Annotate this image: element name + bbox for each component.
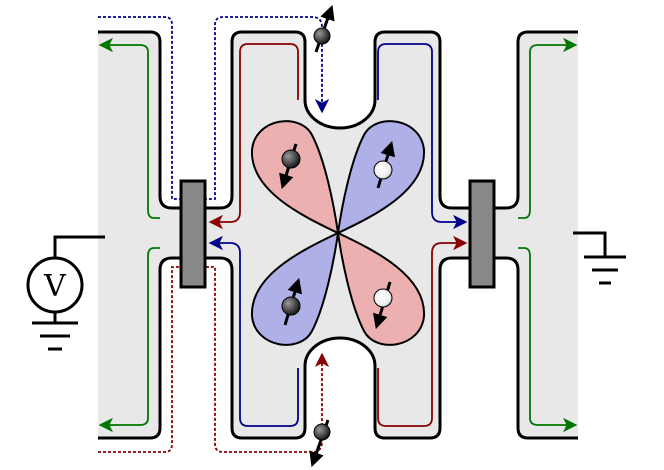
electron-top-spin (313, 4, 335, 53)
lobe-upper-left-spin-down (250, 120, 340, 235)
edge-red-upper-left (208, 43, 299, 230)
edge-channels (98, 16, 578, 453)
electron-dark-spin-down (279, 143, 301, 190)
scattering-path-red (98, 266, 330, 453)
electron-dark-spin-up (281, 277, 303, 326)
right-contact (468, 179, 496, 289)
scattering-path-blue (98, 16, 330, 200)
left-contact (179, 179, 207, 289)
left-lead (98, 30, 181, 440)
electron-bottom-spin (309, 419, 331, 468)
edge-red-lower-right (377, 235, 468, 427)
edge-blue-lower-left (208, 235, 299, 427)
right-lead (494, 30, 578, 440)
electron-light-spin-up (373, 140, 396, 189)
ground-icon (573, 231, 626, 285)
voltage-label: V (43, 269, 67, 304)
lead-green-right-bottom (518, 247, 578, 433)
electrons (279, 4, 396, 468)
lead-green-left-top (98, 37, 160, 219)
electron-light-spin-down (372, 281, 393, 330)
lead-green-left-bottom (98, 247, 160, 433)
edge-blue-upper-right (377, 43, 468, 230)
voltage-source (26, 235, 105, 351)
lead-green-right-top (518, 37, 578, 219)
